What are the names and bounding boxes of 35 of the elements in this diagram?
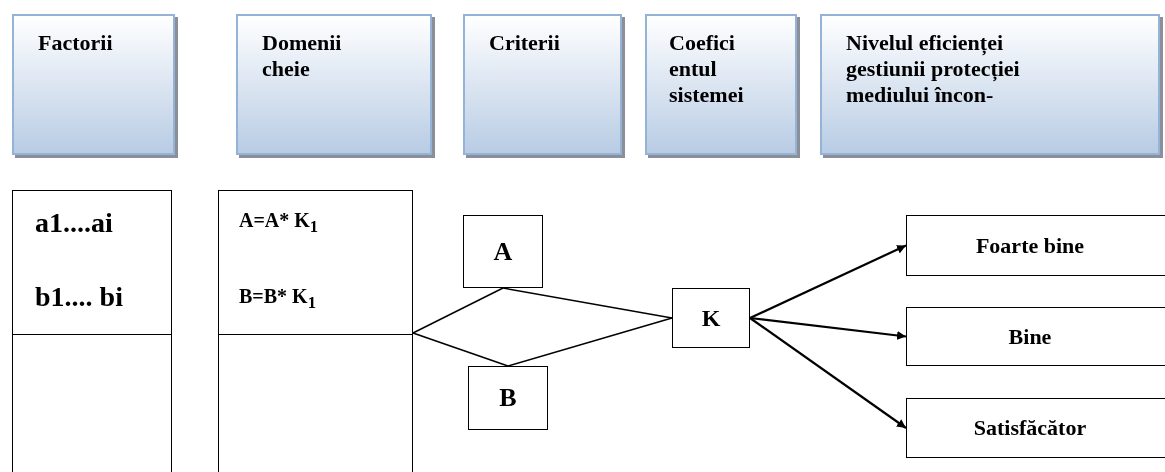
- connector-line: [412, 332, 509, 367]
- arrow: [749, 244, 907, 319]
- node-label: A: [493, 236, 513, 267]
- process-box: [906, 307, 1165, 366]
- formula-text: B=B* K$_{1}$: [239, 285, 316, 313]
- connector-line: [507, 317, 673, 367]
- node-label: Bine: [1008, 323, 1052, 350]
- column-box: [12, 190, 172, 472]
- formula-text: A=A* K$_{1}$: [239, 209, 319, 237]
- header-text: Criterii: [489, 30, 560, 55]
- node-label: K: [701, 304, 721, 332]
- header-text: Factorii: [38, 30, 113, 55]
- header-box: [645, 14, 797, 155]
- header-text: Coefici entul sistemei: [669, 30, 744, 107]
- process-box: [906, 398, 1165, 458]
- header-box: [463, 14, 622, 155]
- header-box: [12, 14, 175, 155]
- process-box: [463, 215, 543, 288]
- arrow: [749, 316, 907, 340]
- arrow: [749, 317, 907, 429]
- header-box: [820, 14, 1160, 155]
- header-box: [236, 14, 432, 155]
- column-box: [218, 190, 413, 472]
- formula-text: a1....ai: [35, 207, 113, 239]
- connector-line: [502, 287, 673, 319]
- node-label: Foarte bine: [975, 232, 1085, 259]
- process-box: [906, 215, 1165, 276]
- header-text: Domenii cheie: [262, 30, 342, 81]
- connector-line: [412, 287, 504, 334]
- process-box: [468, 366, 548, 430]
- node-label: Satisfăcător: [973, 415, 1087, 441]
- formula-text: b1.... bi: [35, 281, 123, 313]
- process-box: [672, 288, 750, 348]
- node-label: B: [499, 383, 517, 413]
- header-text: Nivelul eficienței gestiunii protecției mediului încon-: [846, 30, 1020, 107]
